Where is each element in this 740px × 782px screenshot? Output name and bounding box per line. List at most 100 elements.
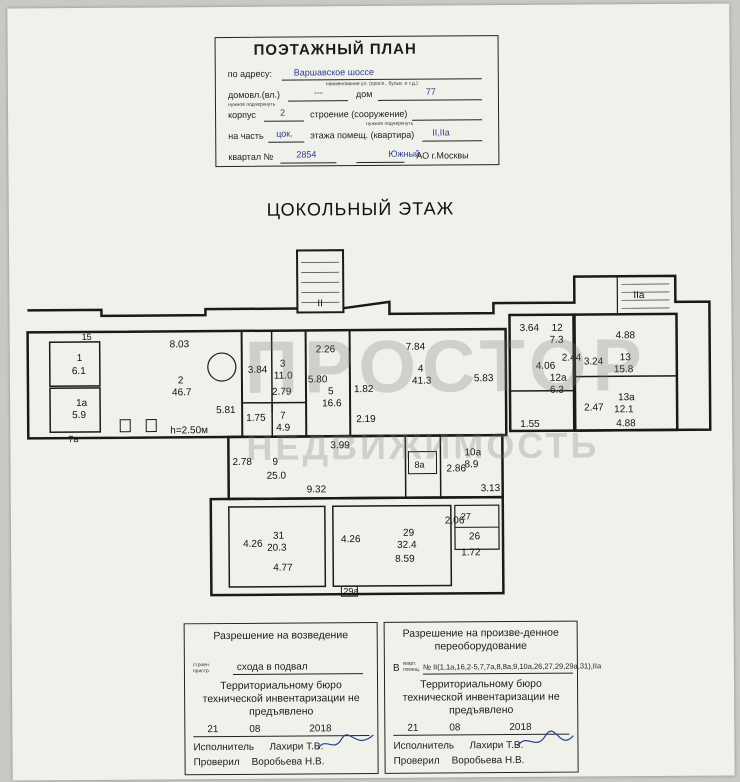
label-d226: 2.26 [316,344,336,355]
label-r3: 3 [280,359,286,370]
stair-tower [296,249,345,314]
watermark-line1: ПРОСТОР [244,323,649,409]
label-d279: 2.79 [272,387,292,398]
label-r31: 31 [273,531,285,542]
permit-right-executor-label: Исполнитель [393,740,455,752]
permit-left-line-label: строен. пристр. [192,662,211,675]
permit-left-body: Территориальному бюро технической инвент… [202,679,360,718]
label-r7a: 7а [68,434,78,444]
permit-left-day: 21 [207,724,219,736]
label-d278: 2.78 [232,457,252,468]
house-label: домовл.(вл.) [227,89,281,100]
plan-title: ПОЭТАЖНЫЙ ПЛАН [253,40,417,59]
label-r3-area: 11.0 [274,371,293,382]
korpus-label: корпус [228,109,256,120]
label-r9: 9 [272,457,278,468]
hint-needed-2: нужное подчеркнуть [366,120,414,128]
dom-value: 77 [425,86,436,97]
label-r2roman: II [317,298,323,309]
label-d155: 1.55 [520,419,540,430]
label-r1-area: 6.1 [72,366,86,377]
label-d384: 3.84 [248,365,268,376]
label-d426b: 4.26 [341,534,361,545]
label-d784: 7.84 [406,342,426,353]
permit-right: Разрешение на произве-денное переоборудо… [383,620,601,774]
label-d581: 5.81 [216,405,236,416]
outer-wall-top [27,274,712,432]
permit-right-checker-label: Проверил [393,755,440,767]
label-r12: 12 [552,323,564,334]
label-d219: 2.19 [356,414,376,425]
permit-left-title: Разрешение на возведение [213,629,349,643]
permit-right-month: 08 [449,722,461,734]
label-d583: 5.83 [474,373,494,384]
permit-right-prefix: В [392,662,400,674]
label-r1a: 1а [76,398,88,409]
label-d580: 5.80 [308,374,328,385]
district-suffix: АО г.Москвы [416,150,469,161]
floor-value: II,IIа [432,127,450,138]
label-r27: 27 [461,511,471,521]
label-r4: 4 [418,364,424,375]
kvartal-label: квартал № [228,151,274,162]
label-d859: 8.59 [395,554,415,565]
part-label: на часть [228,130,264,141]
label-r31-area: 20.3 [267,543,287,554]
label-r1a-area: 5.9 [72,410,86,421]
label-d244: 2.44 [562,353,582,364]
permit-left-checker-name: Воробьева Н.В. [251,756,325,768]
label-r13a: 13а [618,392,635,403]
label-d406: 4.06 [536,361,556,372]
label-r13: 13 [620,352,632,363]
label-d324: 3.24 [584,356,604,367]
label-r29: 29 [403,528,415,539]
label-d182: 1.82 [354,384,374,395]
watermark-line2: НЕДВИЖИМОСТЬ [246,424,600,468]
label-r8a: 8а [414,460,424,470]
permit-right-line-label: кварт. помещ. [402,660,421,673]
permit-left-month: 08 [249,723,261,735]
permit-right-line-value: № II(1,1а,16,2-5,7,7а,8,8а,9,10а,26,27,2… [422,661,602,672]
label-d286: 2.86 [447,463,467,474]
floor-title: ЦОКОЛЬНЫЙ ЭТАЖ [266,198,455,220]
label-r26: 26 [469,531,481,542]
label-r13-area: 15.8 [614,364,634,375]
permit-right-day: 21 [407,722,419,734]
label-d803: 8.03 [170,339,190,350]
floor-plan: 15 1 6.1 1а 5.9 7а 8.03 2 46.7 5.81 h=2.… [26,249,712,597]
address-hint: наименование ул. (просп., бульв. и т.д.) [325,80,418,88]
label-d932: 9.32 [307,484,327,495]
signature-left [316,734,374,750]
label-d426a: 4.26 [243,539,263,550]
label-d488a: 4.88 [616,330,636,341]
label-r1: 1 [77,353,83,364]
label-d399: 3.99 [330,440,350,451]
label-r11a: IIа [633,290,645,301]
house-value: --- [313,87,323,98]
label-r7: 7 [280,411,286,422]
permit-left-executor-label: Исполнитель [193,741,255,754]
header-stamp: ПОЭТАЖНЫЙ ПЛАН по адресу: Варшавское шос… [214,35,500,168]
label-r2: 2 [178,375,184,386]
kvartal-value: 2854 [296,149,317,160]
permit-right-body: Территориальному бюро технической инвент… [402,677,560,717]
label-r15: 15 [82,332,92,342]
signature-right [516,730,574,747]
permit-left: Разрешение на возведение строен. пристр.… [183,621,379,776]
permit-left-checker-label: Проверил [193,756,240,769]
label-r29-area: 32.4 [397,540,417,551]
permit-left-line-value: схода в подвал [236,661,308,673]
label-r12-area: 7.3 [550,335,564,346]
floor-label: этажа помещ. (квартира) [310,129,415,141]
label-r5: 5 [328,386,334,397]
address-value: Варшавское шоссе [293,66,375,78]
dom-label: дом [355,88,373,100]
label-d313: 3.13 [481,483,501,494]
label-r10a: 10а [464,447,481,458]
label-d247: 2.47 [584,402,604,413]
permit-right-checker-name: Воробьева Н.В. [451,754,525,767]
label-r12a-area: 6.3 [550,385,564,396]
korpus-value: 2 [280,107,286,118]
label-r9-area: 25.0 [267,471,287,482]
label-d477: 4.77 [273,563,293,574]
